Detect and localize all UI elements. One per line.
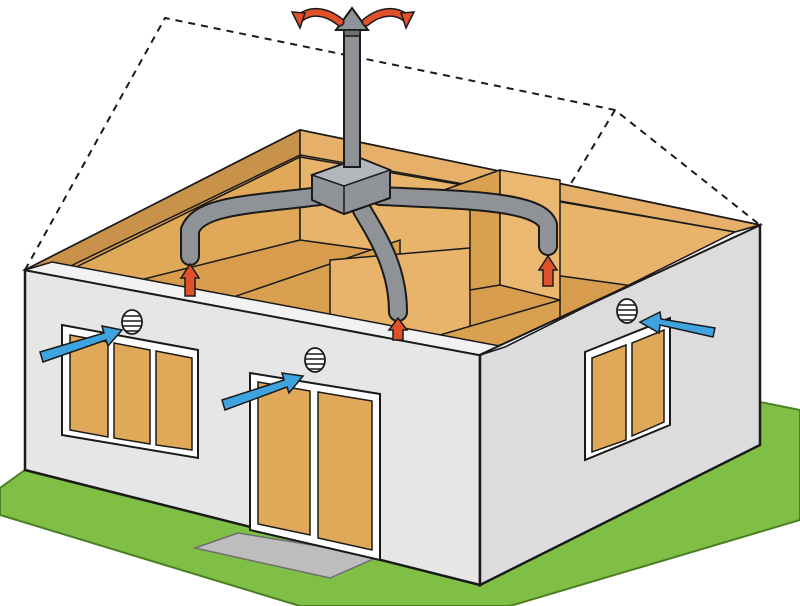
curved-red-arrow-left xyxy=(290,8,345,30)
blue-inlet-arrow-left xyxy=(39,325,124,363)
red-up-arrow-right xyxy=(537,254,559,287)
red-up-arrow-left xyxy=(179,262,201,297)
right-window xyxy=(584,316,671,462)
round-grille-vent-left xyxy=(121,309,143,335)
left-window xyxy=(61,323,199,460)
round-grille-vent-right xyxy=(616,298,638,324)
roof-cowl-icon xyxy=(334,6,370,37)
side-wall-top xyxy=(479,224,761,356)
exhaust-pipe xyxy=(343,31,361,168)
round-grille-vent-center xyxy=(304,347,326,373)
blue-inlet-arrow-right xyxy=(638,310,716,338)
red-up-arrow-center xyxy=(387,316,409,341)
ventilation-ducts xyxy=(180,186,558,322)
patio-door xyxy=(249,371,381,562)
roof-outline-dashed xyxy=(24,16,761,271)
blue-inlet-arrow-center xyxy=(221,372,305,411)
curved-red-arrow-right xyxy=(361,8,416,30)
roof-ridge-dashed xyxy=(569,109,616,186)
